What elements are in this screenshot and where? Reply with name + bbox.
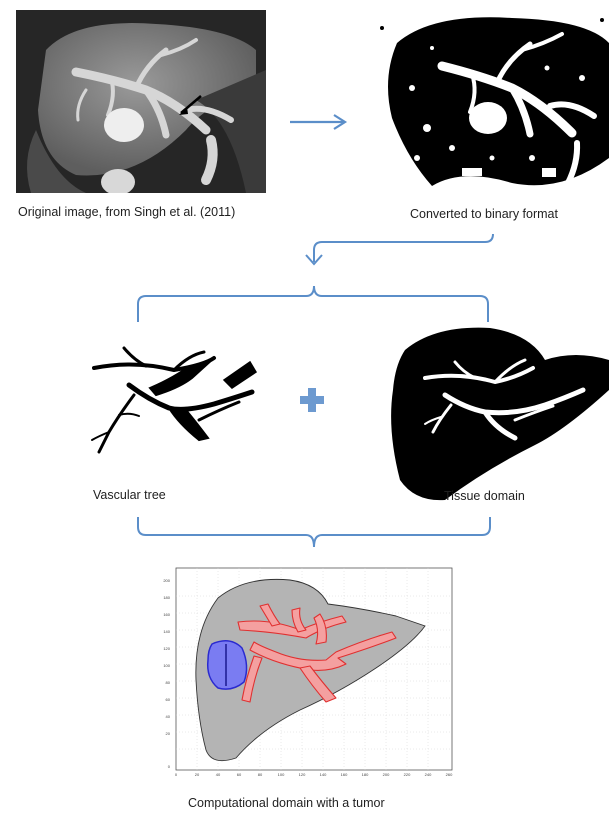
x-tick: 160	[341, 772, 348, 777]
x-tick: 60	[237, 772, 242, 777]
x-tick: 220	[404, 772, 411, 777]
x-tick: 100	[278, 772, 285, 777]
y-tick: 80	[166, 680, 171, 685]
y-tick: 100	[163, 663, 170, 668]
binary-image	[372, 8, 609, 198]
x-tick: 140	[320, 772, 327, 777]
x-tick: 200	[383, 772, 390, 777]
x-tick: 0	[175, 772, 178, 777]
x-tick: 260	[446, 772, 453, 777]
split-connector	[100, 228, 530, 328]
x-tick: 40	[216, 772, 221, 777]
y-tick: 200	[163, 578, 170, 583]
x-tick: 240	[425, 772, 432, 777]
vascular-tree-image	[74, 340, 264, 465]
x-tick: 120	[299, 772, 306, 777]
y-tick: 0	[168, 764, 171, 769]
y-tick: 20	[166, 731, 171, 736]
y-tick: 40	[166, 714, 171, 719]
x-tick: 80	[258, 772, 263, 777]
original-image-caption: Original image, from Singh et al. (2011)	[18, 205, 235, 219]
merge-connector	[130, 515, 500, 555]
original-image	[16, 10, 266, 193]
x-tick: 180	[362, 772, 369, 777]
computational-domain-plot: 200 180 160 140 120 100 80 60 40 20 0 0 …	[150, 560, 462, 782]
y-tick: 120	[163, 646, 170, 651]
arrow-right-icon	[288, 112, 350, 132]
plus-icon	[299, 387, 325, 413]
y-tick: 60	[166, 697, 171, 702]
y-tick: 140	[163, 629, 170, 634]
binary-image-caption: Converted to binary format	[410, 207, 558, 221]
x-tick: 20	[195, 772, 200, 777]
tissue-domain-caption: Tissue domain	[444, 489, 525, 503]
y-tick: 160	[163, 612, 170, 617]
tumor-region	[208, 641, 247, 689]
y-tick: 180	[163, 595, 170, 600]
computational-domain-caption: Computational domain with a tumor	[188, 796, 385, 810]
tissue-domain-image	[385, 320, 609, 505]
vascular-tree-caption: Vascular tree	[93, 488, 166, 502]
